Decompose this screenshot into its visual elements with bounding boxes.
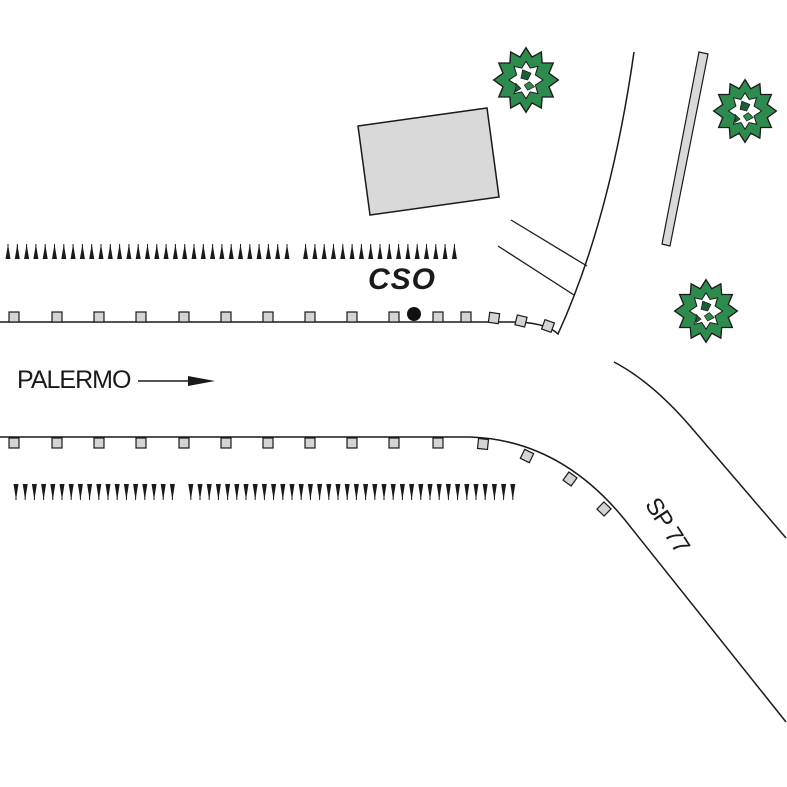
hedge-south: [13, 484, 516, 500]
hedge-north: [5, 244, 457, 259]
tree-icon: [712, 78, 778, 144]
bollards-south: [8, 437, 612, 517]
station-label: CSO: [368, 263, 437, 296]
access-line: [510, 219, 588, 267]
building: [357, 107, 500, 216]
station-dot-icon: [407, 307, 421, 321]
tree-icon: [673, 278, 739, 344]
access-line: [497, 245, 575, 296]
sp77-edge-east: [613, 361, 787, 539]
sidewalk-strip: [661, 51, 709, 247]
arrow-right-icon: [138, 376, 215, 386]
road-edge-south: [0, 436, 787, 723]
direction-label: PALERMO: [17, 366, 131, 394]
tree-icon: [492, 46, 560, 114]
road-edge-north: [0, 51, 635, 336]
bollards-north: [8, 311, 556, 334]
